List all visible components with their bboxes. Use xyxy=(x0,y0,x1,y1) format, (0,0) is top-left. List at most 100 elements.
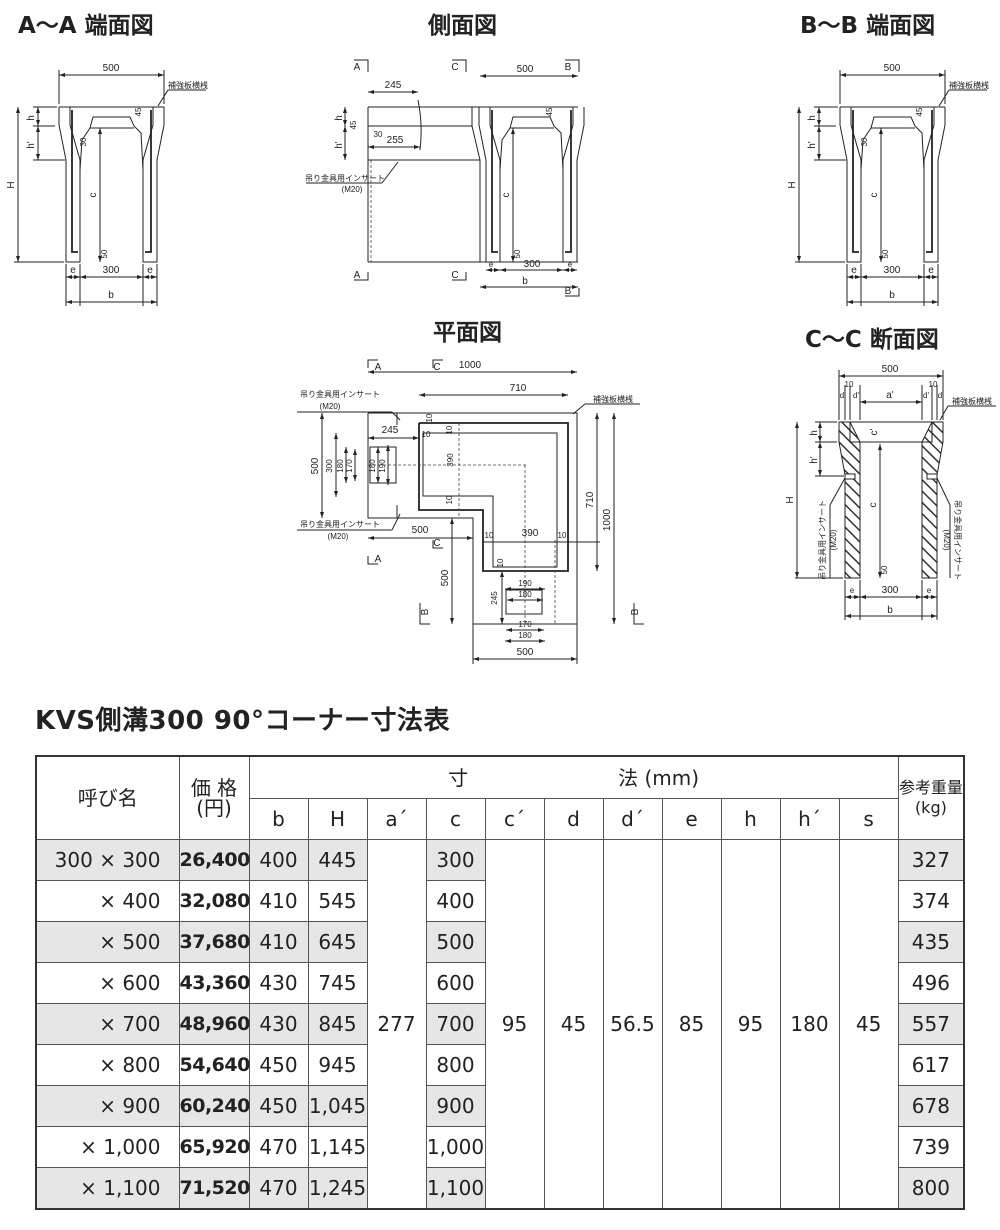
dimension-label: 170 xyxy=(345,459,354,473)
header-dim-label-2: 法 (mm) xyxy=(618,765,700,790)
section-marker xyxy=(354,272,369,281)
arrowhead xyxy=(817,126,821,132)
cell-price: 32,080 xyxy=(178,880,250,922)
cell-price: 48,960 xyxy=(178,1003,250,1045)
arrowhead xyxy=(368,90,374,94)
leader-label: (M20) xyxy=(328,532,349,541)
arrowhead xyxy=(98,128,102,134)
line xyxy=(829,477,846,506)
arrowhead xyxy=(818,470,822,476)
cell-merged-c_prime: 95 xyxy=(484,839,545,1210)
cell-H: 1,045 xyxy=(307,1085,368,1127)
insert xyxy=(844,473,856,480)
dimension-label: h xyxy=(334,115,345,121)
dimension-label: e xyxy=(851,265,857,276)
arrowhead xyxy=(414,145,420,149)
cell-c: 900 xyxy=(425,1085,486,1127)
cell-H: 1,245 xyxy=(307,1167,368,1210)
dimension-label: 300 xyxy=(882,585,899,596)
arrowhead xyxy=(932,275,938,279)
dimension-label: h xyxy=(807,115,818,121)
cell-c: 1,000 xyxy=(425,1126,486,1168)
dimension-label: d xyxy=(938,391,942,400)
dimension-label: 500 xyxy=(882,364,899,375)
dimension-label: 300 xyxy=(524,259,541,270)
cell-name: 300 × 300 xyxy=(35,839,180,881)
dimension-label: A xyxy=(354,270,361,281)
arrowhead xyxy=(818,436,822,442)
dimension-label: e xyxy=(928,265,934,276)
cell-merged-d_prime: 56.5 xyxy=(602,839,663,1210)
dimension-label: 710 xyxy=(510,383,527,394)
arrowhead xyxy=(500,268,506,272)
leader-label: 吊り金具用インサート xyxy=(305,173,385,183)
outline xyxy=(923,107,946,263)
arrowhead xyxy=(797,256,801,262)
arrowhead xyxy=(368,370,374,374)
arrowhead xyxy=(486,268,492,272)
cell-price: 43,360 xyxy=(178,962,250,1004)
arrowhead xyxy=(376,477,380,483)
cell-price: 71,520 xyxy=(178,1167,250,1210)
dimension-label: H xyxy=(787,181,798,188)
arrowhead xyxy=(343,107,347,113)
arrowhead xyxy=(918,275,924,279)
arrowhead xyxy=(343,126,347,132)
cell-b: 450 xyxy=(248,1085,309,1127)
steel-plate xyxy=(565,110,572,253)
dimension-label: 30 xyxy=(860,137,869,146)
arrowhead xyxy=(386,479,390,485)
dimension-label: 30 xyxy=(79,137,88,146)
cell-name: × 500 xyxy=(35,921,180,963)
dimension-label: 190 xyxy=(378,459,387,473)
arrowhead xyxy=(467,536,473,540)
arrowhead xyxy=(343,120,347,126)
arrowhead xyxy=(143,275,149,279)
arrowhead xyxy=(511,128,515,134)
dimension-label: 180 xyxy=(336,459,345,473)
cell-H: 545 xyxy=(307,880,368,922)
leader-label: 吊り金具用インサート xyxy=(300,519,380,529)
hatched-wall xyxy=(921,421,944,579)
arrowhead xyxy=(572,285,578,289)
arrowhead xyxy=(36,154,40,160)
cell-weight: 435 xyxy=(897,921,965,963)
arrowhead xyxy=(66,275,72,279)
header-weight-label: 参考重量 xyxy=(898,778,963,797)
leader-label: (M20) xyxy=(829,529,838,550)
header-name: 呼び名 xyxy=(35,755,180,840)
dimension-label: 300 xyxy=(884,265,901,276)
arrowhead xyxy=(855,275,861,279)
dimension-label: h' xyxy=(807,141,818,149)
arrowhead xyxy=(861,275,867,279)
header-col-7: e xyxy=(661,798,722,840)
arrowhead xyxy=(571,268,577,272)
arrowhead xyxy=(817,154,821,160)
section-marker xyxy=(432,359,443,368)
arrowhead xyxy=(795,572,799,578)
outline xyxy=(478,107,501,263)
arrowhead xyxy=(507,598,513,602)
arrowhead xyxy=(36,126,40,132)
cell-name: × 700 xyxy=(35,1003,180,1045)
header-col-0: b xyxy=(248,798,309,840)
arrowhead xyxy=(924,275,930,279)
cell-c: 400 xyxy=(425,880,486,922)
dimension-label: h' xyxy=(809,456,820,464)
header-col-10: s xyxy=(838,798,899,840)
dimension-label: 245 xyxy=(382,425,399,436)
dimension-label: d xyxy=(840,391,844,400)
outline xyxy=(58,107,81,263)
inlet xyxy=(505,589,543,615)
cell-merged-s: 45 xyxy=(838,839,899,1210)
arrowhead xyxy=(557,268,563,272)
cell-weight: 496 xyxy=(897,962,965,1004)
arrowhead xyxy=(137,275,143,279)
cell-price: 65,920 xyxy=(178,1126,250,1168)
dimension-label: c' xyxy=(869,428,880,435)
arrowhead xyxy=(450,618,454,624)
arrowhead xyxy=(473,657,479,661)
dimension-label: a' xyxy=(886,390,894,401)
